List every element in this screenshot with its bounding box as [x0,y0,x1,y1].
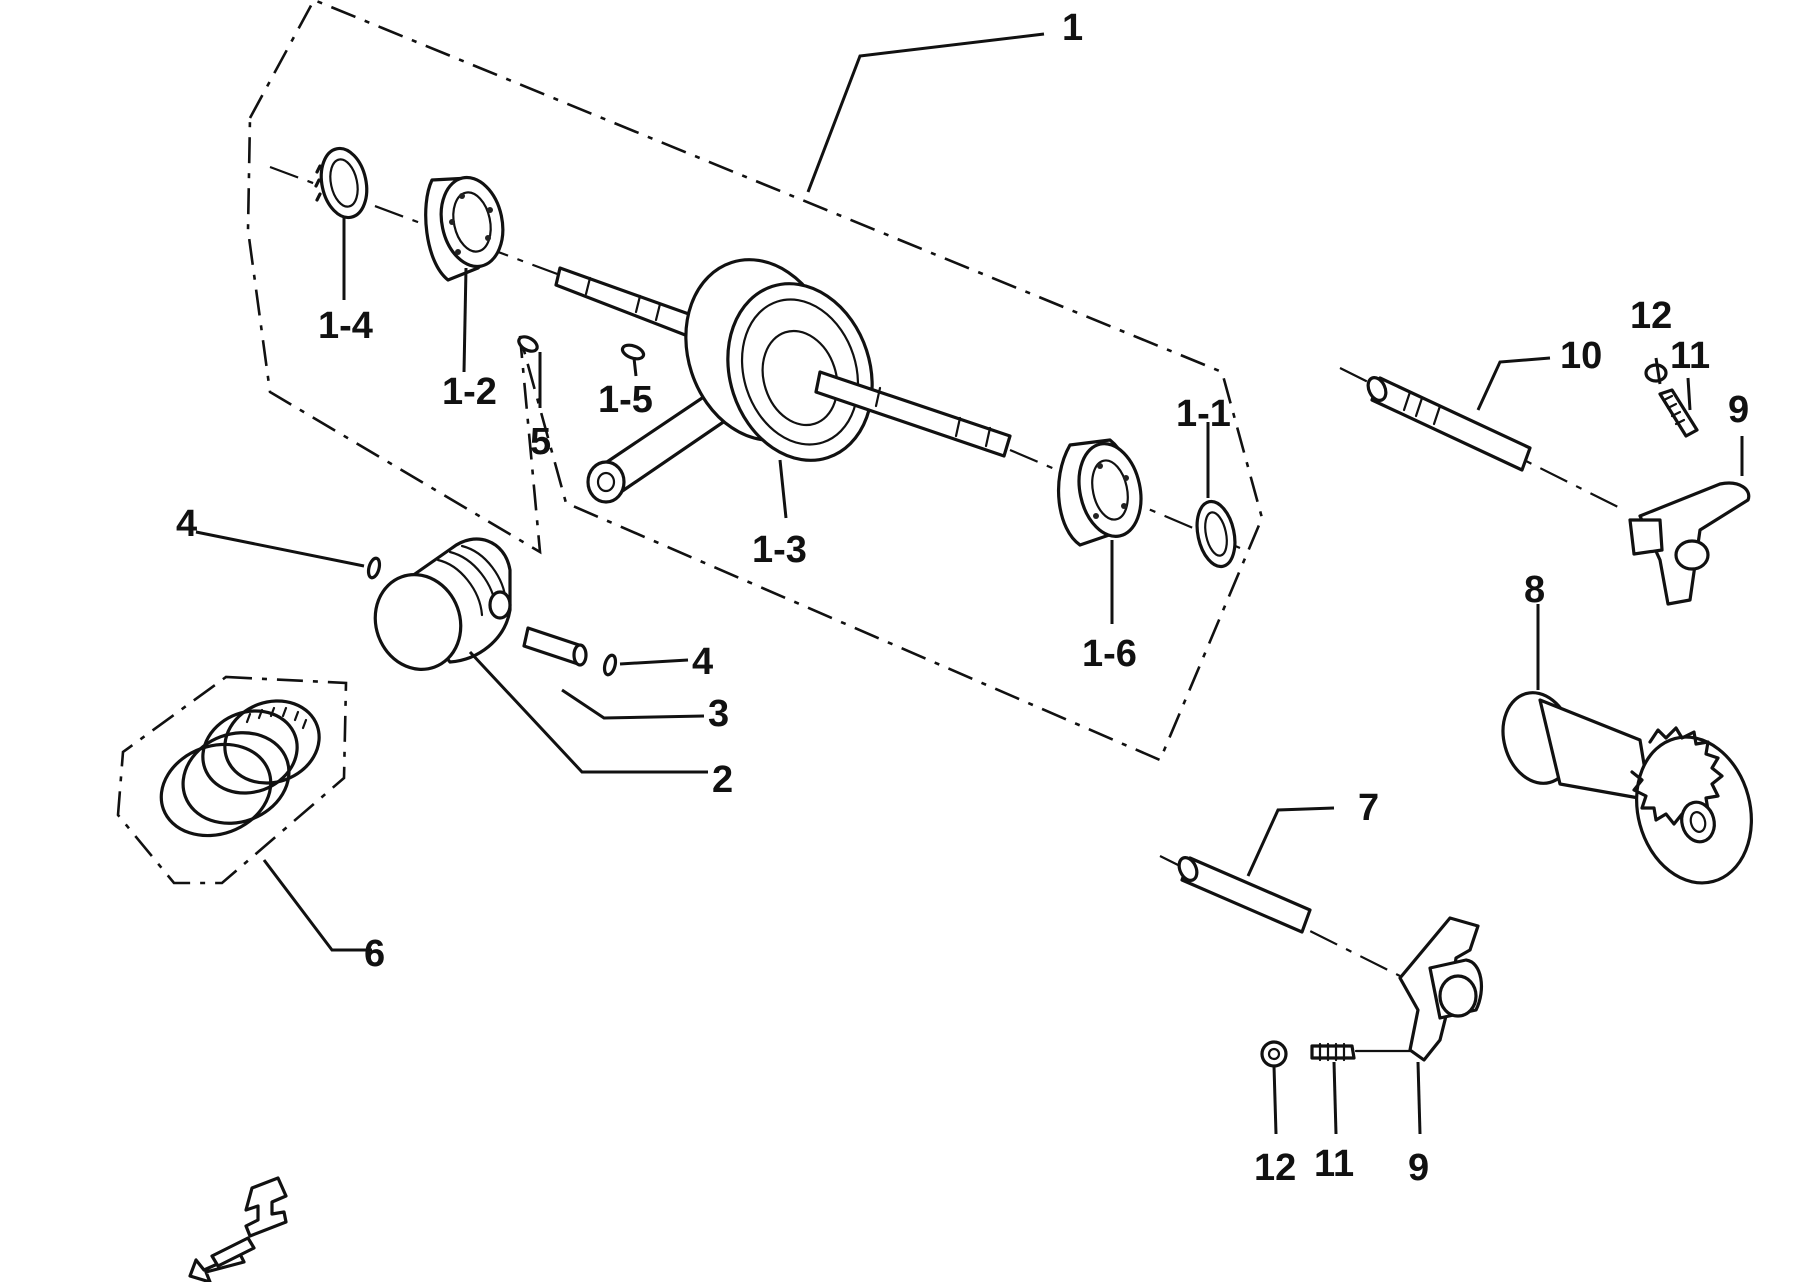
label-11-bottom: 11 [1314,1143,1354,1185]
label-5: 5 [530,421,551,463]
part-7-rocker-shaft [1177,856,1312,934]
part-1-2-bearing [424,175,505,282]
part-11-screw-bottom [1310,1042,1356,1062]
part-1-4-oil-seal [314,146,369,220]
label-1-5: 1-5 [598,379,653,421]
label-6: 6 [364,933,385,975]
part-8-camshaft [1501,691,1753,885]
part-1-1-oil-seal [1195,499,1237,569]
part-9-rocker-arm-top [1628,481,1751,606]
part-9-rocker-arm-bottom [1398,916,1484,1062]
part-3-piston-pin [522,626,588,667]
part-11-screw-top [1658,388,1699,438]
label-1-1: 1-1 [1176,393,1231,435]
label-9-bottom: 9 [1408,1147,1429,1189]
label-11-top: 11 [1670,335,1710,377]
part-1-6-bearing [1057,438,1143,547]
part-4-clip-left [366,556,382,580]
label-10: 10 [1560,335,1602,377]
label-1-6: 1-6 [1082,633,1137,675]
label-9-top: 9 [1728,389,1749,431]
assembly-1-outline [246,0,1264,762]
label-1-3: 1-3 [752,529,807,571]
part-1-5-woodruff-key [620,343,646,361]
label-3: 3 [708,693,729,735]
label-12-bottom: 12 [1254,1147,1296,1189]
label-12-top: 12 [1630,295,1672,337]
label-1: 1 [1062,7,1083,49]
part-12-nut-bottom [1260,1040,1288,1068]
part-1-3-crankshaft [554,258,1012,504]
part-4-clip-right [602,653,618,677]
label-4-left: 4 [176,503,197,545]
label-1-4: 1-4 [318,305,373,347]
assembly-6-outline [116,675,348,885]
part-5-pin [517,335,539,353]
label-8: 8 [1524,569,1545,611]
part-10-rocker-shaft [1366,376,1532,472]
leader-lines [195,32,1744,1135]
callout-labels: 1 1-4 1-2 5 1-5 1-3 1-6 1-1 4 4 3 2 6 10… [176,7,1749,1189]
label-2: 2 [712,759,733,801]
part-6-piston-rings [159,699,321,838]
label-4-right: 4 [692,641,713,683]
label-1-2: 1-2 [442,371,497,413]
label-7: 7 [1358,787,1379,829]
part-2-piston [373,537,512,671]
front-direction-arrow-icon [188,1176,288,1282]
